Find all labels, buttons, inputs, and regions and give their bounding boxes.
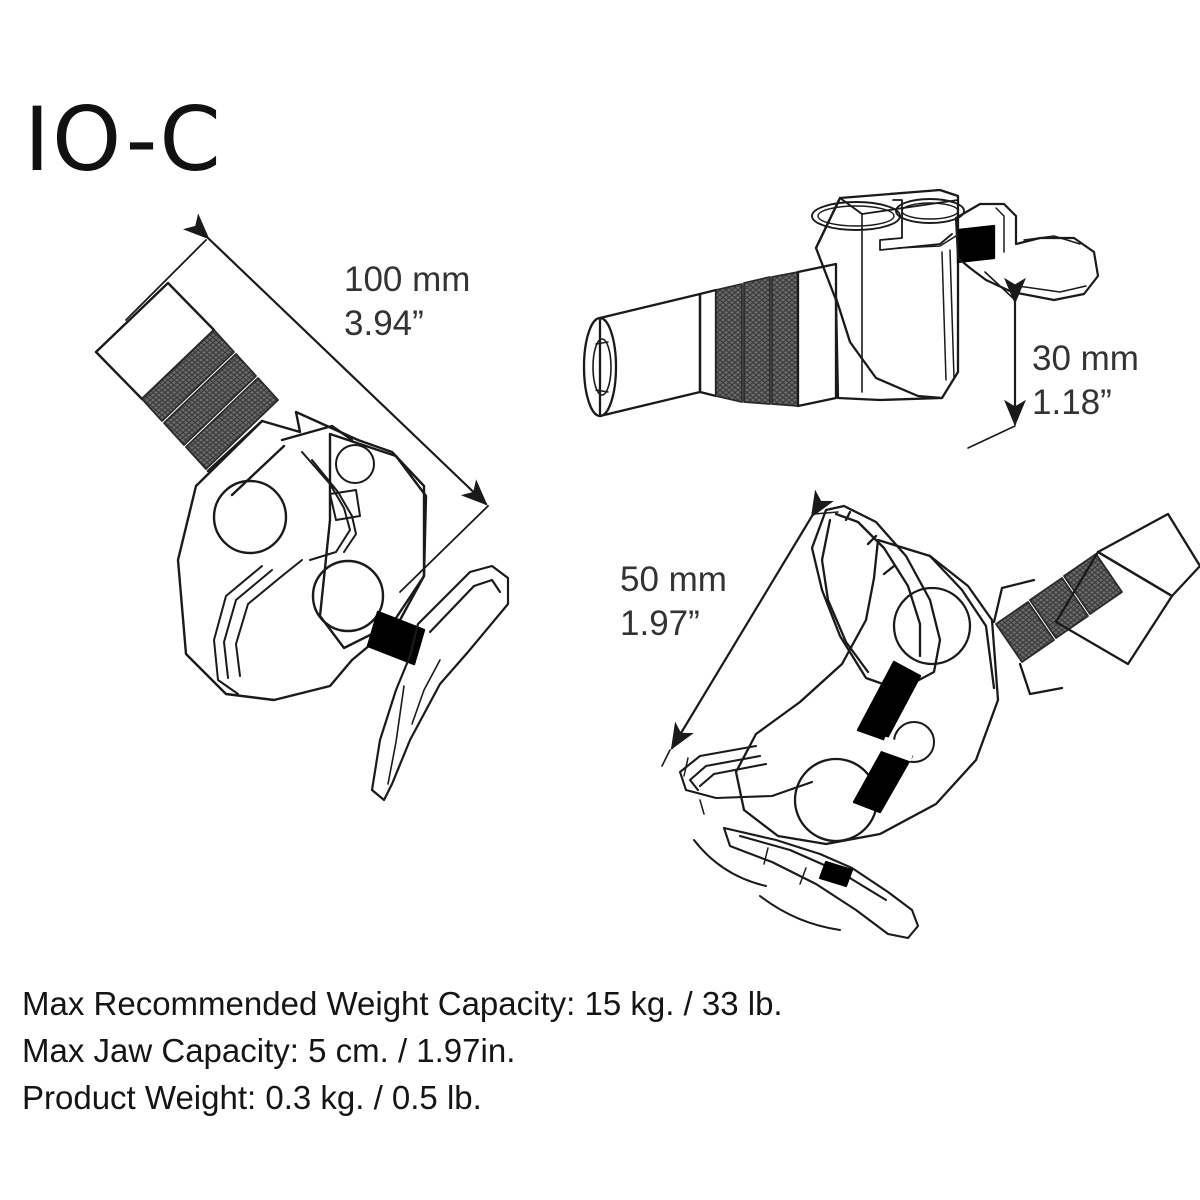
locking-bolt [366,610,426,666]
lever-handle [722,826,920,940]
clamp-body [811,188,965,402]
motion-arc [693,839,841,931]
dimension-line-100mm [125,213,489,593]
pivot-hole-large-lower [311,559,385,633]
clamp-body [734,538,1000,846]
lower-jaw-foot [678,744,814,815]
locking-bolt [956,224,996,264]
dimension-line-30mm [967,271,1026,449]
pivot-hole-small [335,444,375,484]
front-angled-view [94,213,510,802]
dimension-metric-100mm: 100 mm [344,260,471,299]
spec-line-jaw-capacity: Max Jaw Capacity: 5 cm. / 1.97in. [22,1032,516,1069]
dimension-imperial-100mm: 3.94” [344,304,424,343]
lever-handle [954,202,1100,302]
grip-end-cap-cylinder [582,292,702,418]
knurled-grip [715,271,799,407]
dimension-imperial-30mm: 1.18” [1032,383,1112,422]
jaw-linkage [213,451,361,695]
knurled-grip [992,553,1123,696]
lever-handle [370,564,510,802]
dimension-label-50mm: 50 mm 1.97” [620,558,727,646]
dimension-metric-30mm: 30 mm [1032,339,1139,378]
dimension-label-30mm: 30 mm 1.18” [1032,337,1139,425]
upper-jaw-arm [810,504,942,692]
jaw-pad-upper [856,660,922,742]
specifications-block: Max Recommended Weight Capacity: 15 kg. … [22,980,783,1121]
spec-line-product-weight: Product Weight: 0.3 kg. / 0.5 lb. [22,1079,482,1116]
dimension-label-100mm: 100 mm 3.94” [344,258,470,346]
page-title: IO-C [24,88,223,191]
pivot-hole-large-upper [892,586,972,666]
pivot-hole-large-upper [212,479,288,555]
knurled-grip [141,329,279,470]
locking-bolt [818,860,854,888]
side-profile-view [582,188,1100,449]
open-jaw-view [661,489,1200,940]
dimension-imperial-50mm: 1.97” [620,604,700,643]
dimension-metric-50mm: 50 mm [620,560,727,599]
spec-line-weight-capacity: Max Recommended Weight Capacity: 15 kg. … [22,985,783,1022]
